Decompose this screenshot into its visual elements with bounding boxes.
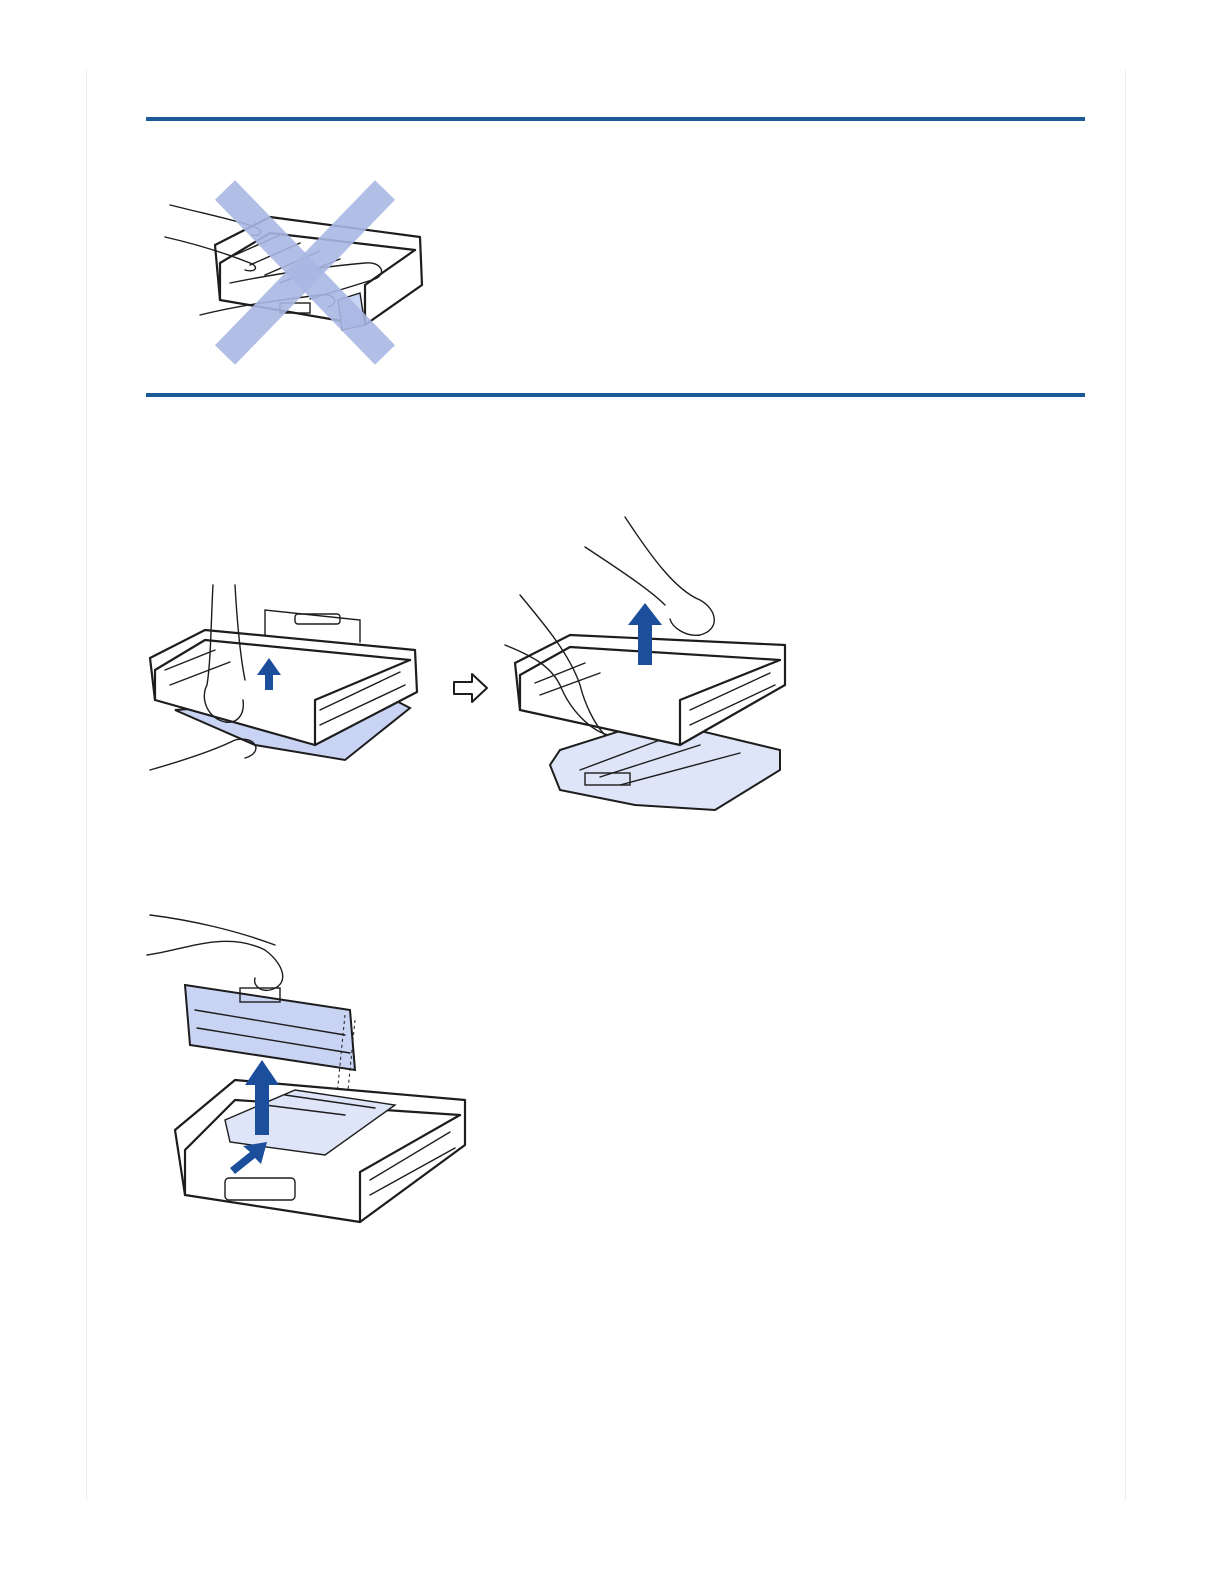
illustration-incorrect-handling — [160, 175, 435, 370]
section-divider-top — [146, 117, 1085, 121]
illustration-step-remove-tray-a — [145, 580, 430, 780]
step-arrow-icon — [452, 672, 490, 704]
section-divider-bottom — [146, 393, 1085, 397]
illustration-step-remove-drum — [145, 910, 470, 1235]
illustration-step-remove-tray-b — [500, 515, 790, 820]
